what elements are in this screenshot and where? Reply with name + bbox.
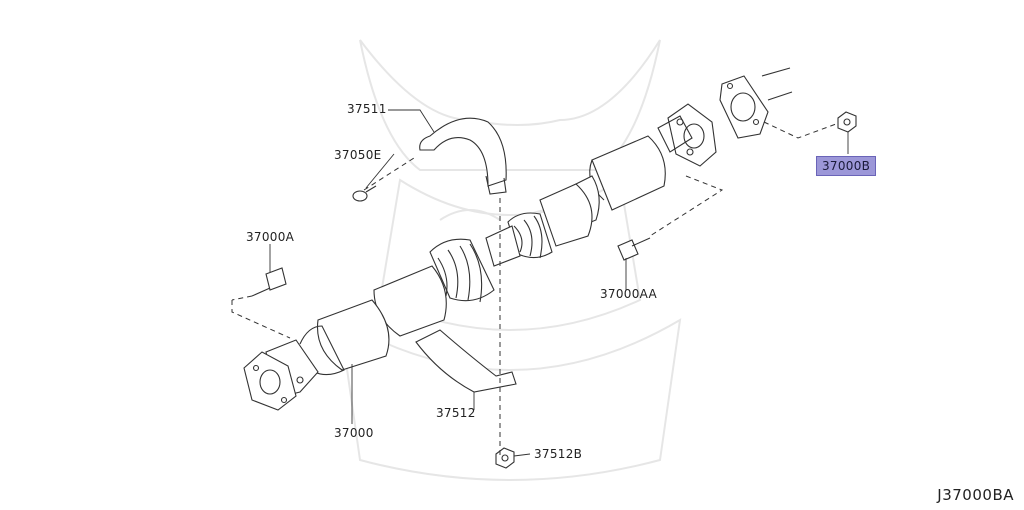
diagram-code: J37000BA [937, 486, 1014, 504]
label-37512: 37512 [436, 406, 476, 420]
label-37000a: 37000A [246, 230, 295, 244]
center-bearing-bracket-lower [415, 329, 517, 393]
bolt-37000a [251, 267, 287, 297]
label-37511: 37511 [347, 102, 387, 116]
rear-flange-plate [719, 75, 769, 139]
label-37000: 37000 [334, 426, 374, 440]
center-bearing-bracket-upper [419, 117, 507, 187]
rear-universal-joint [667, 103, 717, 167]
rear-tube [591, 135, 666, 211]
label-37000b-highlighted[interactable]: 37000B [816, 156, 877, 176]
front-boot [429, 238, 495, 302]
center-joint [485, 225, 521, 267]
label-37000aa: 37000AA [600, 287, 658, 301]
label-37512b: 37512B [534, 447, 583, 461]
center-boot [507, 212, 553, 259]
nut-37512b [495, 447, 515, 469]
bolt-37050e [352, 185, 377, 202]
bolt-37000aa [617, 237, 651, 261]
label-37050e: 37050E [334, 148, 382, 162]
nut-37000b [837, 111, 857, 133]
front-flange-plate [243, 351, 297, 411]
